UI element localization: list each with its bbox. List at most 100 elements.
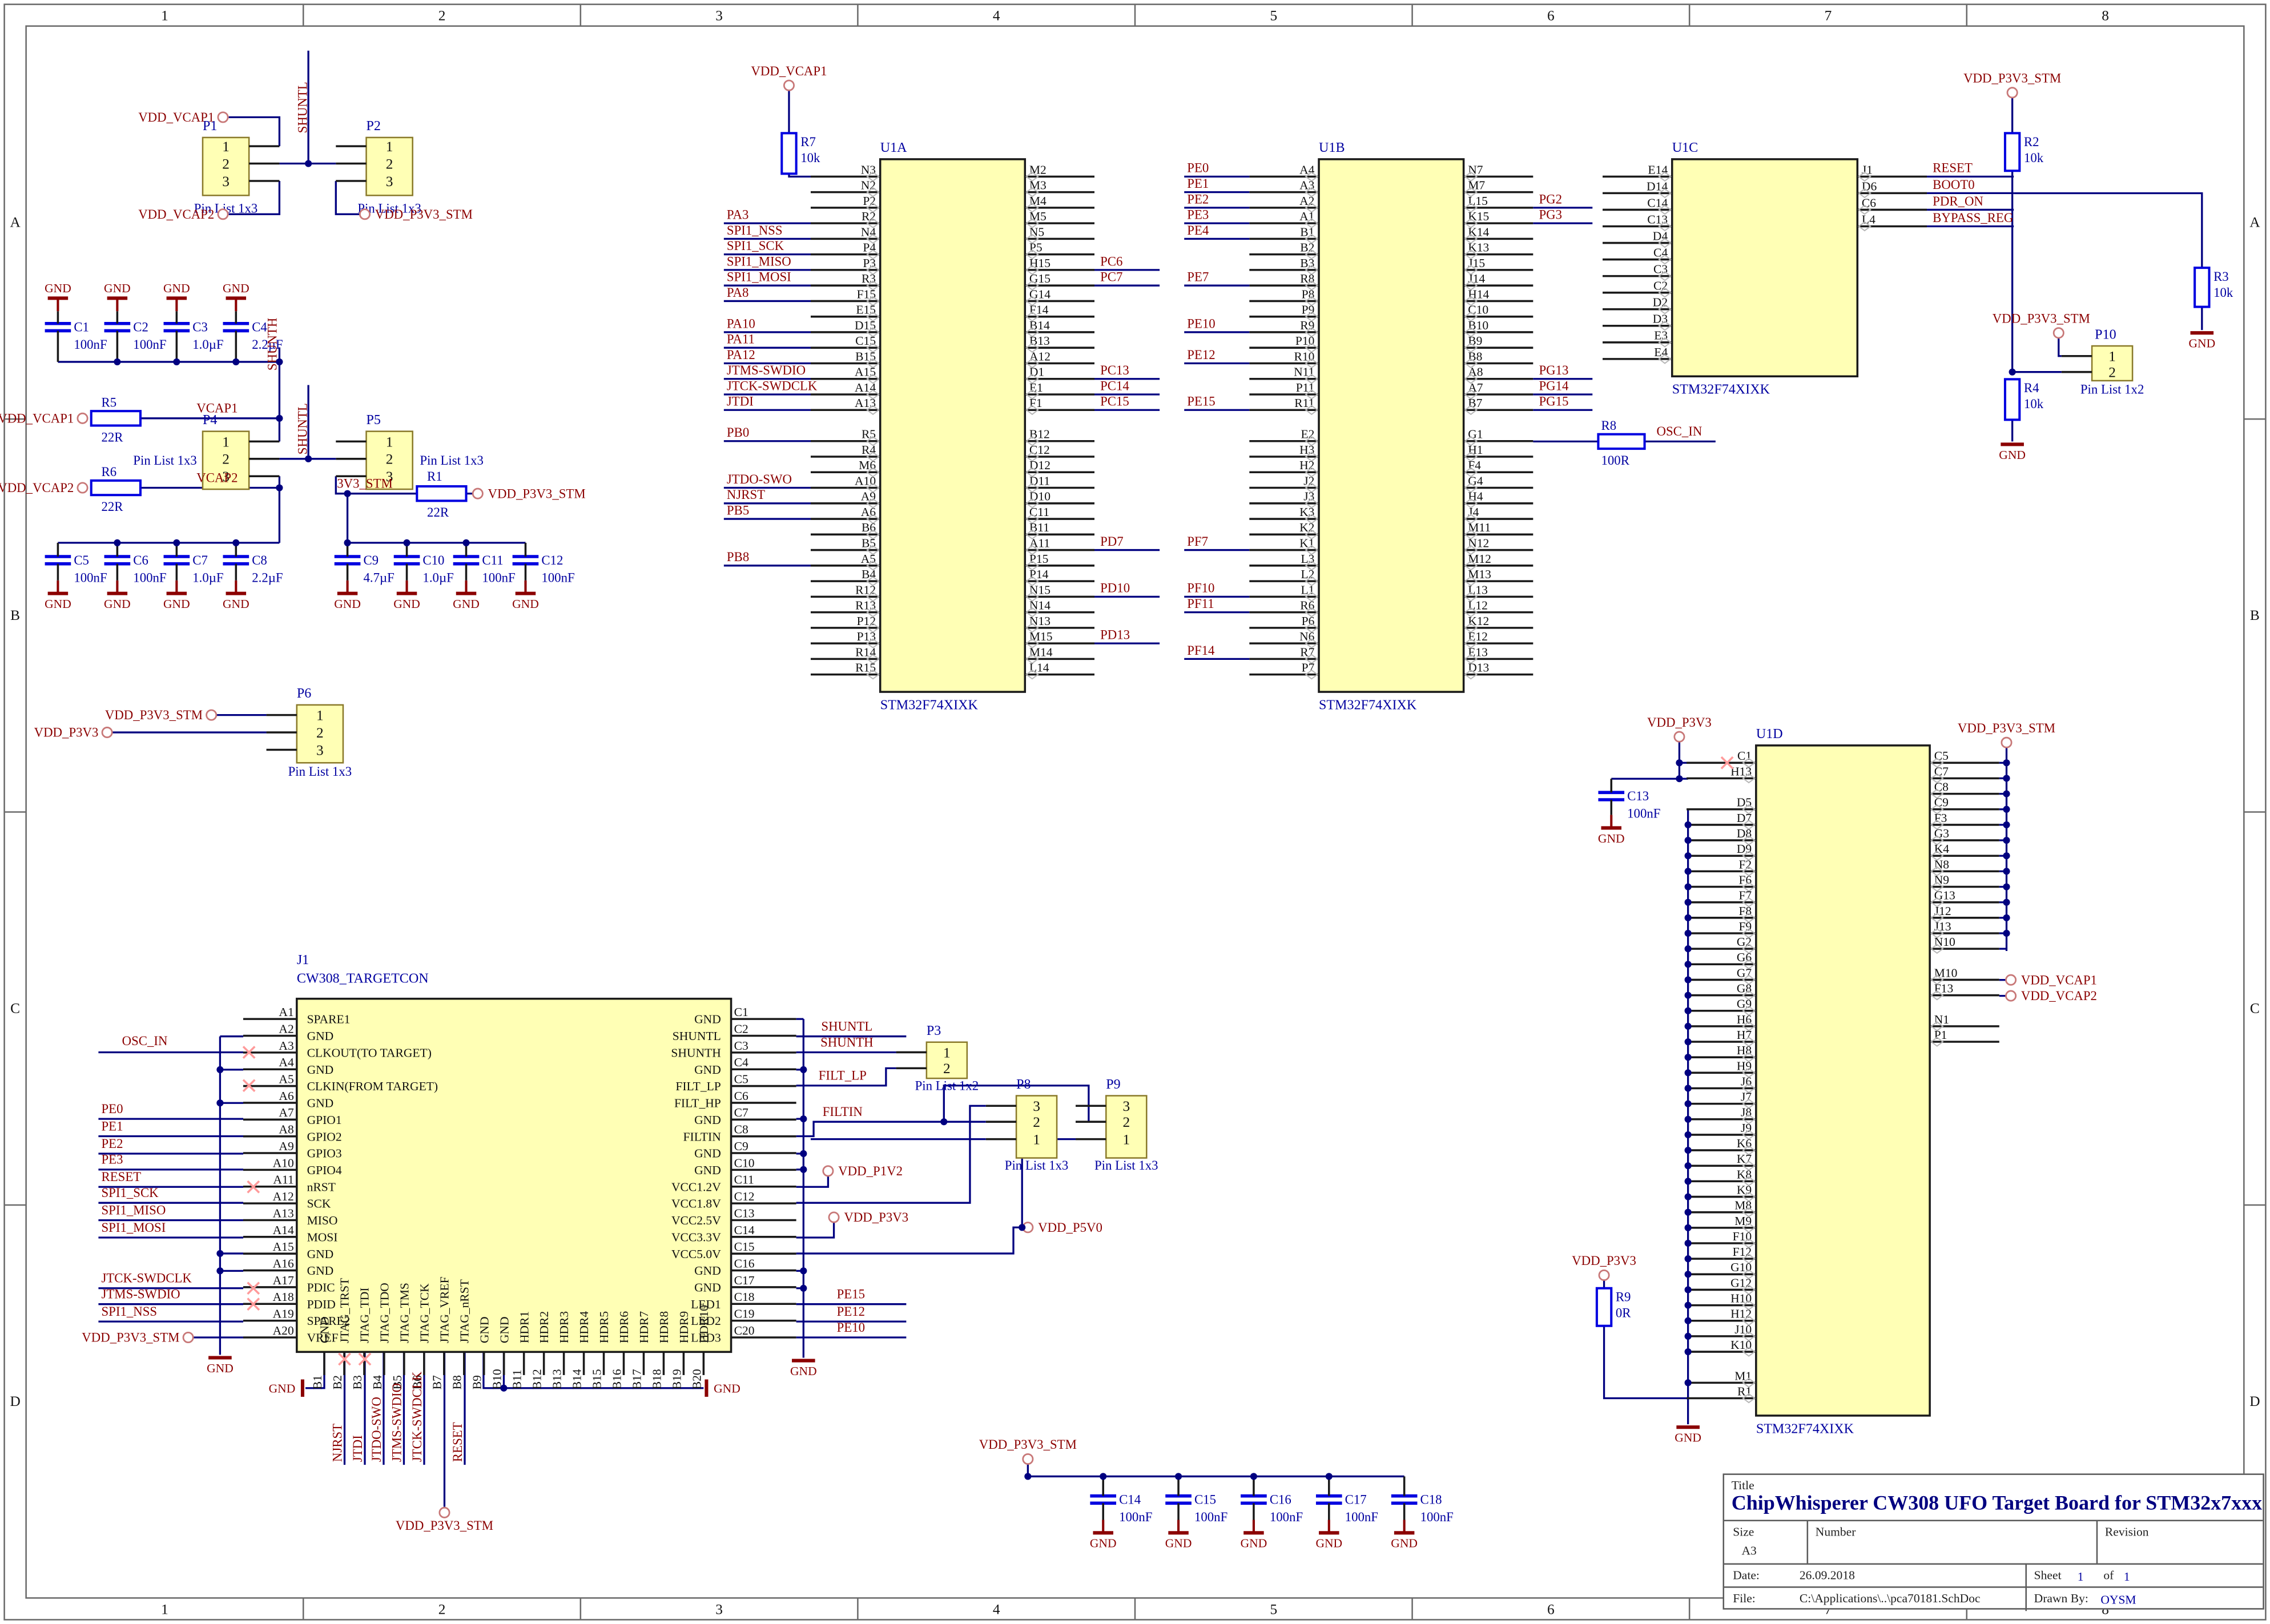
- gnd-label: GND: [223, 597, 249, 611]
- net-label: SPI1_NSS: [101, 1304, 157, 1319]
- pin-name: JTAG_TDI: [358, 1288, 372, 1344]
- pin-direction-icon: [866, 482, 880, 493]
- pin-direction-icon: [1305, 576, 1319, 586]
- pin-number: A13: [855, 396, 876, 410]
- resistor-R3: [2193, 267, 2211, 308]
- pin-name: GPIO2: [307, 1130, 342, 1143]
- pin-direction-icon: [1464, 171, 1478, 182]
- pin-name: HDR8: [657, 1311, 671, 1343]
- pin-number: A7: [1468, 381, 1483, 394]
- power-port-icon: [1022, 1453, 1034, 1465]
- pin-number: E12: [1468, 630, 1488, 643]
- pin-number: C8: [1934, 780, 1949, 794]
- header-pin-number: 3: [222, 469, 230, 485]
- pin-direction-icon: [866, 233, 880, 244]
- pin-name: HDR1: [517, 1311, 531, 1343]
- header-ref: P2: [367, 119, 381, 134]
- pin-number: B3: [1300, 256, 1314, 270]
- pin-number: D8: [1737, 827, 1752, 840]
- pin-direction-icon: [866, 529, 880, 540]
- pin-name: SHUNTL: [673, 1029, 721, 1043]
- junction-dot: [114, 539, 121, 546]
- pin-direction-icon: [866, 452, 880, 462]
- connector-ref: J1: [297, 953, 309, 968]
- pin-number: A17: [273, 1274, 294, 1287]
- pin-name: VCC5.0V: [671, 1247, 721, 1261]
- pin-name: GND: [307, 1097, 334, 1110]
- pin-direction-icon: [1305, 452, 1319, 462]
- pin-number: B11: [1029, 521, 1049, 534]
- pin-direction-icon: [1742, 928, 1756, 938]
- pin-number: F12: [1733, 1245, 1752, 1259]
- gnd-label: GND: [104, 597, 131, 611]
- pin-direction-icon: [1930, 851, 1944, 861]
- junction-dot: [1684, 1239, 1692, 1247]
- net-label: PC13: [1100, 363, 1129, 377]
- pin-direction-icon: [1858, 171, 1871, 182]
- pin-direction-icon: [866, 280, 880, 291]
- resistor-ref: R6: [101, 465, 116, 479]
- capacitor-ref: C14: [1119, 1493, 1141, 1507]
- ic-U1A: [879, 158, 1027, 693]
- net-label: PC15: [1100, 394, 1129, 409]
- power-net-label: VDD_P3V3: [844, 1210, 908, 1224]
- no-erc-icon: [242, 1046, 256, 1059]
- header-P1: [202, 136, 250, 196]
- pin-name: LED1: [691, 1297, 721, 1311]
- pin-number: K6: [1737, 1137, 1752, 1150]
- pin-number: K3: [1299, 505, 1314, 519]
- pin-number: B7: [1468, 396, 1482, 410]
- junction-dot: [1684, 976, 1692, 984]
- resistor-R2: [2003, 132, 2021, 172]
- pin-direction-icon: [1464, 514, 1478, 524]
- pin-direction-icon: [1742, 959, 1756, 970]
- pin-number: H4: [1468, 490, 1483, 503]
- pin-number: G14: [1029, 287, 1051, 301]
- pin-direction-icon: [866, 498, 880, 509]
- junction-dot: [1684, 1301, 1692, 1309]
- pin-direction-icon: [1742, 1191, 1756, 1202]
- pin-name: MISO: [307, 1214, 338, 1227]
- net-label: FILT_LP: [819, 1069, 867, 1083]
- pin-name: GND: [307, 1247, 334, 1261]
- pin-direction-icon: [1858, 188, 1871, 199]
- power-net-label: VDD_P3V3_STM: [375, 207, 473, 221]
- pin-direction-icon: [1305, 545, 1319, 555]
- junction-dot: [1676, 775, 1683, 783]
- power-net-label: VDD_VCAP2: [2021, 989, 2097, 1003]
- pin-direction-icon: [1742, 1037, 1756, 1047]
- pin-number: C11: [1029, 505, 1049, 519]
- pin-number: C20: [734, 1324, 755, 1337]
- net-label: PE3: [1187, 208, 1209, 222]
- pin-name: HDR6: [617, 1311, 631, 1343]
- gnd-label: GND: [1391, 1537, 1418, 1550]
- net-label: PE15: [1187, 394, 1215, 409]
- junction-dot: [1684, 1271, 1692, 1278]
- header-pin-number: 3: [316, 742, 324, 758]
- pin-number: M8: [1734, 1199, 1752, 1212]
- pin-direction-icon: [1658, 304, 1672, 315]
- header-pin-number: 2: [316, 725, 324, 741]
- junction-dot: [1684, 1286, 1692, 1293]
- pin-number: H6: [1737, 1013, 1752, 1026]
- pin-number: R3: [862, 272, 876, 285]
- junction-dot: [344, 490, 351, 497]
- date-value: 26.09.2018: [1799, 1567, 1855, 1582]
- pin-number: H15: [1029, 256, 1051, 270]
- junction-dot: [1684, 836, 1692, 844]
- net-label: PE0: [1187, 161, 1209, 175]
- row-label: A: [10, 214, 21, 230]
- pin-number: J8: [1741, 1106, 1752, 1119]
- pin-direction-icon: [1025, 311, 1039, 322]
- pin-direction-icon: [1658, 353, 1672, 364]
- pin-direction-icon: [866, 265, 880, 275]
- pin-name: HDR7: [637, 1311, 651, 1343]
- power-port-icon: [472, 487, 484, 499]
- pin-number: J4: [1468, 505, 1479, 519]
- pin-direction-icon: [1464, 669, 1478, 680]
- pin-number: A1: [279, 1005, 293, 1019]
- capacitor-ref: C7: [192, 553, 208, 567]
- power-port-icon: [2005, 974, 2017, 986]
- pin-direction-icon: [1025, 529, 1039, 540]
